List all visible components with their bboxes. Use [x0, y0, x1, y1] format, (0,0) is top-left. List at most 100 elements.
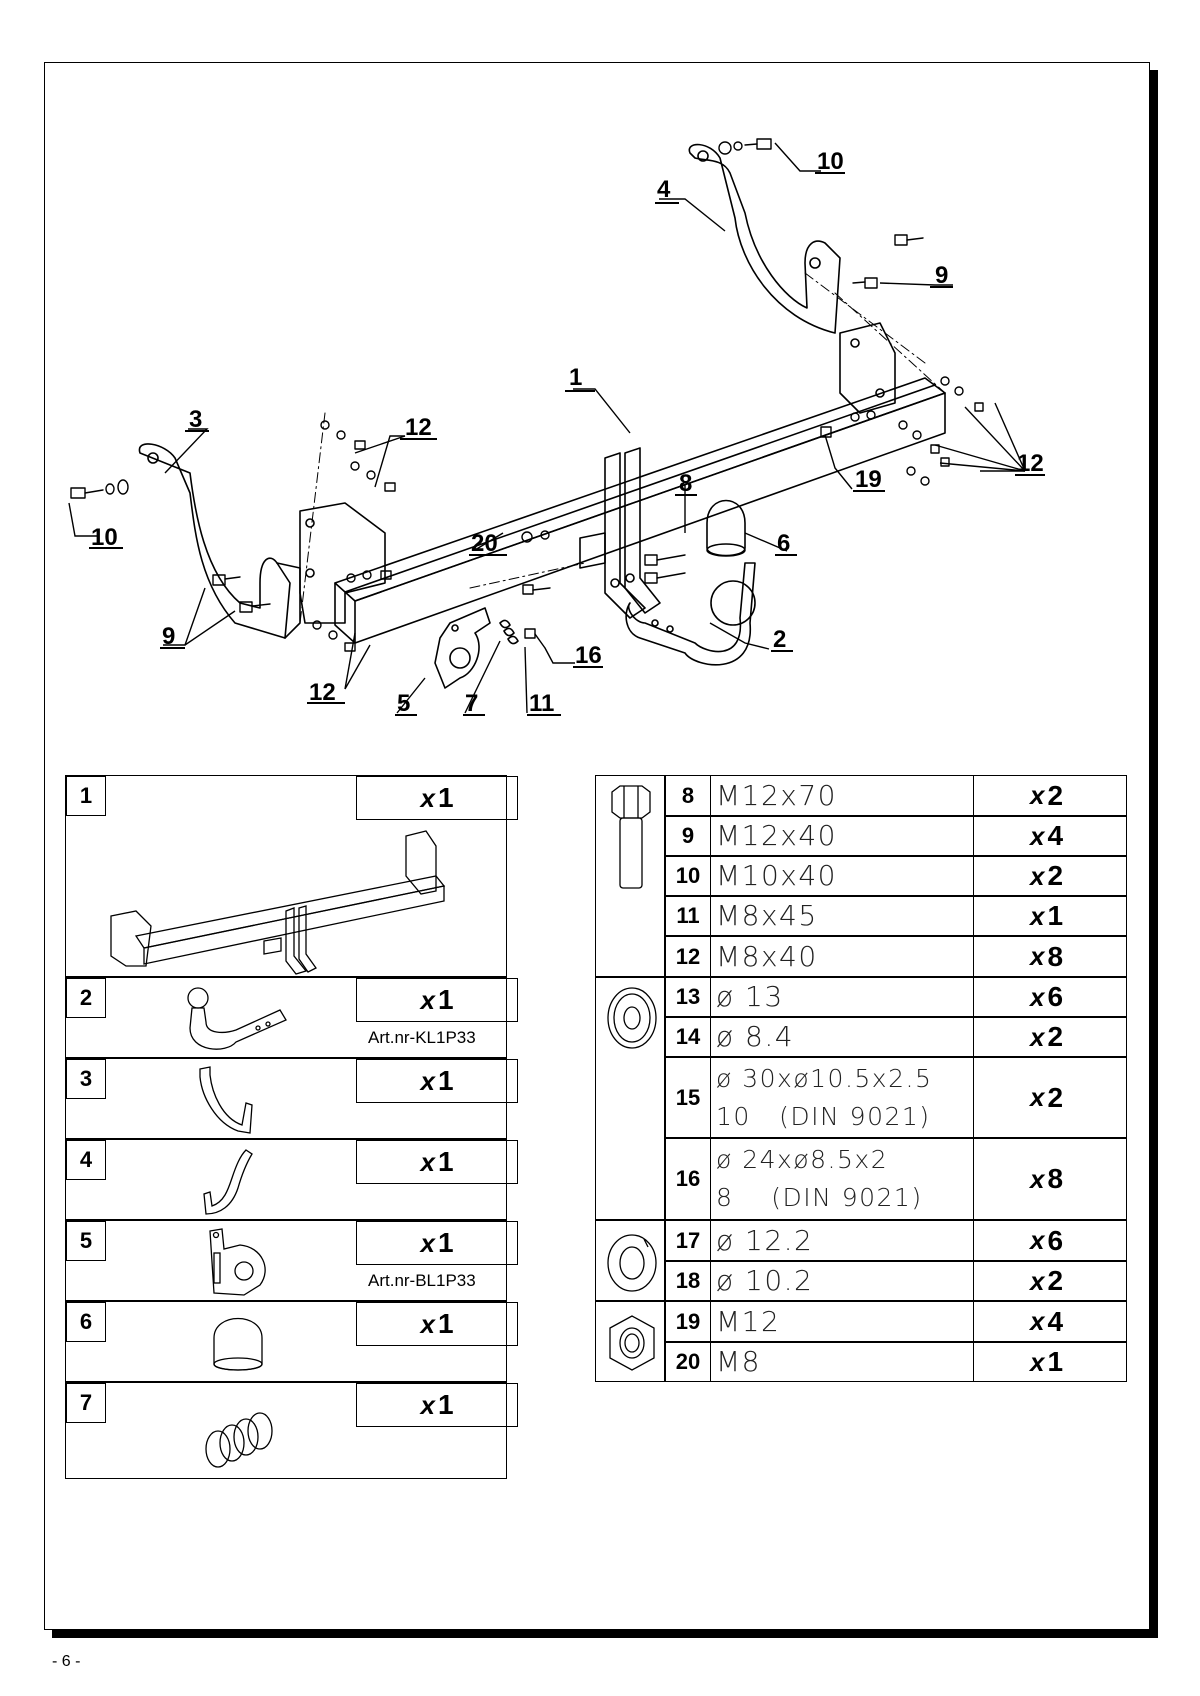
callout-16: 16	[575, 642, 602, 669]
spring-thumbnail	[205, 1412, 273, 1468]
nut-icon-cell	[595, 1301, 665, 1382]
part-spec: ø 8.4	[710, 1018, 974, 1056]
part-number: 8	[666, 776, 711, 815]
callout-9-left: 9	[162, 623, 175, 650]
hex-bolt-icon	[611, 785, 651, 889]
hex-nut-icon	[609, 1315, 655, 1371]
part-number: 16	[666, 1139, 711, 1219]
part-number: 13	[666, 978, 711, 1016]
callout-10-right: 10	[817, 148, 844, 175]
spring-washer-icon	[607, 1234, 657, 1292]
towball-thumbnail	[187, 987, 287, 1050]
callout-11: 11	[529, 690, 554, 717]
article-number: Art.nr-KL1P33	[368, 1028, 476, 1047]
part-spec: M8	[710, 1343, 974, 1381]
callout-3: 3	[189, 406, 202, 433]
right-arm-thumbnail	[203, 1149, 253, 1215]
part-spec: ø 13	[710, 978, 974, 1016]
callout-20: 20	[471, 530, 498, 557]
part-number: 17	[666, 1221, 711, 1260]
part-spec: M8x45	[710, 897, 974, 935]
socket-plate-thumbnail	[209, 1228, 266, 1296]
part-number: 14	[666, 1018, 711, 1056]
callout-12-bottom: 12	[309, 679, 336, 706]
part-spec: M10x40	[710, 857, 974, 895]
part-number: 5	[66, 1221, 106, 1261]
left-arm-thumbnail	[199, 1066, 253, 1134]
socket-plate-part	[434, 607, 491, 689]
part-number: 9	[666, 817, 711, 855]
exploded-assembly-drawing: 1 3 4 10 10 9 9 12 12 12 19 20 8 6 2 16 …	[68, 138, 1045, 717]
spring-part	[499, 619, 519, 645]
part-spec: M12	[710, 1302, 974, 1341]
callout-19: 19	[855, 466, 882, 493]
callout-4: 4	[657, 176, 671, 203]
part-number: 15	[666, 1058, 711, 1137]
page-frame: 1 3 4 10 10 9 9 12 12 12 19 20 8 6 2 16 …	[44, 62, 1150, 1630]
callout-6: 6	[777, 530, 790, 557]
article-number: Art.nr-BL1P33	[368, 1271, 476, 1290]
washer-icon-cell	[595, 977, 665, 1220]
spring-washer-icon-cell	[595, 1220, 665, 1301]
part-number: 11	[666, 897, 711, 935]
callout-5: 5	[397, 690, 410, 717]
callout-12-right: 12	[1017, 450, 1044, 477]
crossbar-part	[299, 322, 946, 644]
page-number: - 6 -	[52, 1653, 81, 1670]
part-number: 20	[666, 1343, 711, 1381]
part-number: 2	[66, 978, 106, 1018]
part-number: 6	[66, 1302, 106, 1342]
callout-12-top: 12	[405, 414, 432, 441]
part-spec: ø 12.2	[710, 1221, 974, 1260]
part-number: 4	[66, 1140, 106, 1180]
callout-7: 7	[465, 690, 478, 717]
part-spec: M8x40	[710, 937, 974, 976]
callout-1: 1	[569, 364, 582, 391]
part-number: 3	[66, 1059, 106, 1099]
part-number: 18	[666, 1262, 711, 1300]
callout-10-left: 10	[91, 524, 118, 551]
part-spec: M12x70	[710, 776, 974, 815]
right-arm-part	[688, 143, 841, 334]
left-arm-part	[138, 443, 301, 639]
callout-8: 8	[679, 470, 692, 497]
callout-2: 2	[773, 626, 786, 653]
part-number: 7	[66, 1383, 106, 1423]
